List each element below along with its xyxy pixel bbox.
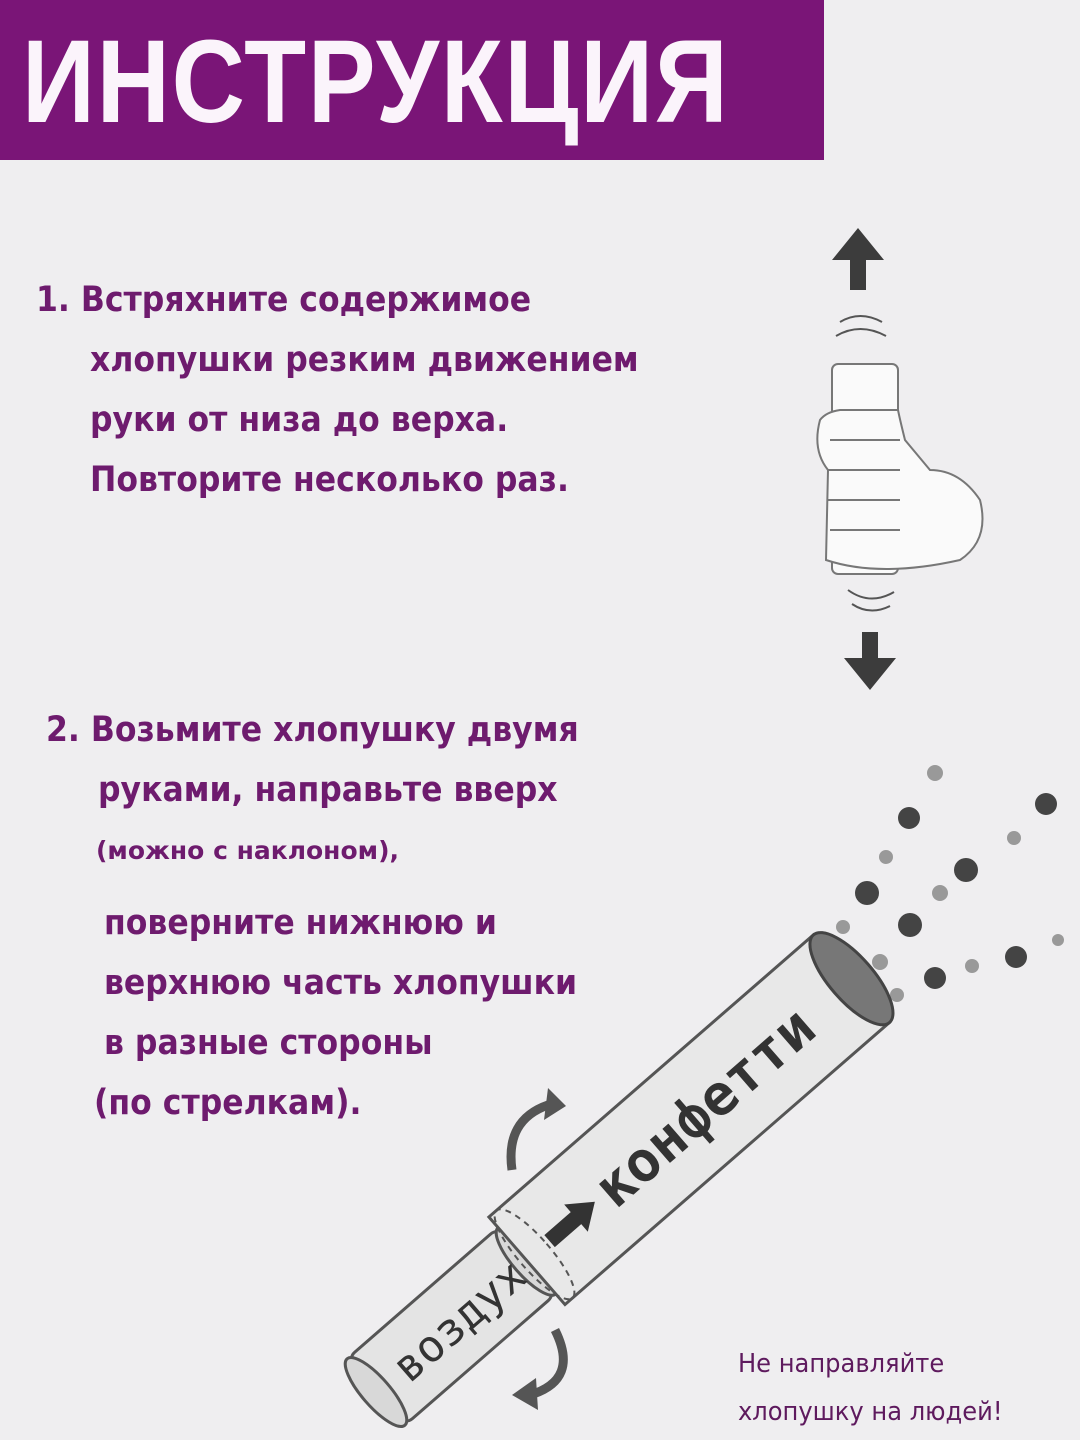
step-2-line: верхнюю часть хлопушки: [104, 963, 578, 1003]
warning-line: Не направляйте: [738, 1349, 945, 1379]
step-2-line: 2. Возьмите хлопушку двумя: [46, 710, 579, 750]
air-label: воздух: [383, 1250, 536, 1393]
page-title: ИНСТРУКЦИЯ: [22, 16, 730, 148]
rotate-arrow-icon: [506, 1100, 568, 1400]
rotate-arrowhead-icon: [544, 1088, 566, 1120]
step-1-line: 1. Встряхните содержимое: [36, 280, 532, 320]
arrow-down-icon: [844, 632, 896, 690]
warning-note: Не направляйте хлопушку на людей!: [738, 1340, 1003, 1436]
step-1-line: Повторите несколько раз.: [90, 460, 569, 500]
step-2-line: руками, направьте вверх: [98, 770, 558, 810]
step-2-line: (по стрелкам).: [94, 1083, 362, 1123]
step-1-line: руки от низа до верха.: [90, 400, 509, 440]
step-2-note: (можно с наклоном),: [96, 836, 399, 865]
warning-line: хлопушку на людей!: [738, 1397, 1003, 1427]
step-1-line: хлопушки резким движением: [90, 340, 639, 380]
confetti-label: конфетти: [582, 995, 828, 1221]
arrow-right-icon: [544, 1201, 595, 1248]
confetti-dots-icon: [836, 765, 1064, 1002]
rotate-arrowhead-icon: [512, 1378, 538, 1410]
title-banner: ИНСТРУКЦИЯ: [0, 0, 824, 160]
arrow-up-icon: [832, 228, 884, 290]
hand-holding-popper-icon: [816, 363, 984, 575]
step-2-line: поверните нижнюю и: [104, 903, 497, 943]
step-2-line: в разные стороны: [104, 1023, 433, 1063]
motion-lines-icon: [835, 315, 895, 612]
